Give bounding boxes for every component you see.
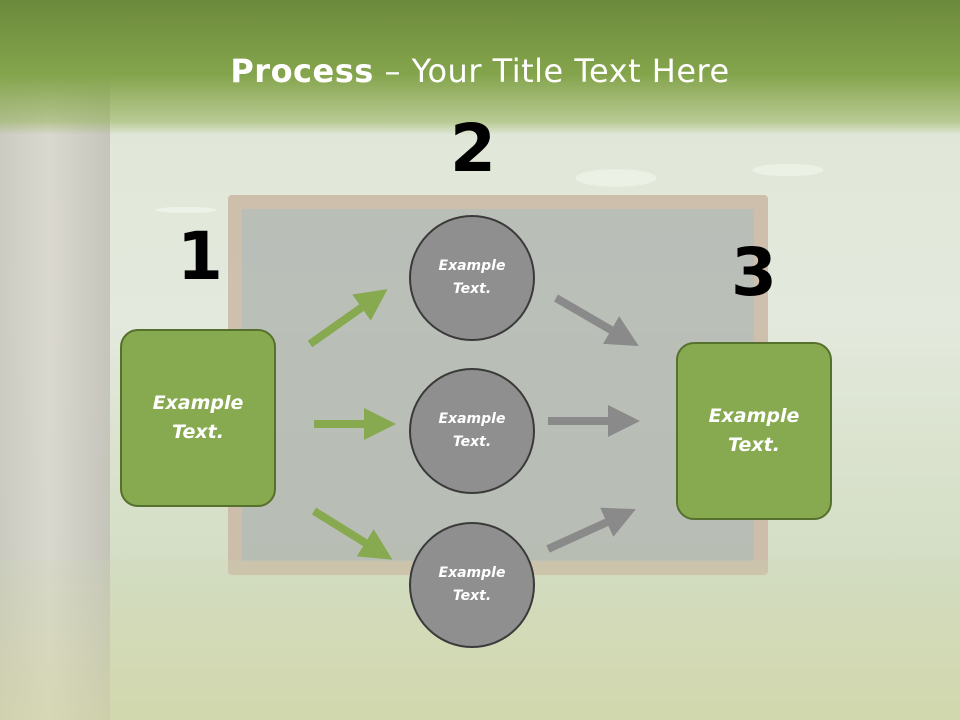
step-number-1: 1 — [177, 218, 223, 295]
circle-bottom-label: Example Text. — [438, 565, 506, 604]
step-number-2: 2 — [450, 110, 496, 187]
arrow-bottom-to-right — [546, 507, 636, 553]
left-step-label: Example Text. — [152, 392, 244, 443]
circle-middle-label: Example Text. — [438, 411, 506, 450]
circle-bottom: Example Text. — [409, 522, 535, 648]
circle-middle: Example Text. — [409, 368, 535, 494]
slide-title: Process – Your Title Text Here — [0, 52, 960, 90]
right-step-box: Example Text. — [676, 342, 832, 520]
arrow-top-to-right — [553, 294, 639, 347]
title-bold: Process — [230, 52, 374, 90]
right-step-label: Example Text. — [708, 405, 800, 456]
circle-top-label: Example Text. — [438, 258, 506, 297]
title-banner — [0, 0, 960, 135]
step-number-3: 3 — [731, 234, 777, 311]
left-step-box: Example Text. — [120, 329, 276, 507]
circle-top: Example Text. — [409, 215, 535, 341]
arrow-left-to-top — [307, 289, 388, 348]
arrow-left-to-bottom — [311, 507, 393, 560]
title-rest: – Your Title Text Here — [373, 52, 730, 90]
